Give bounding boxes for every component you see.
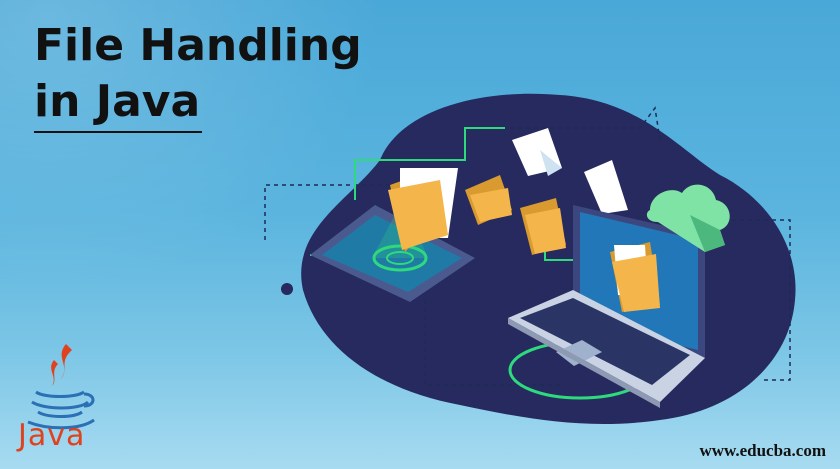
title-underline (34, 131, 202, 133)
folder-icon (465, 175, 512, 225)
title-line-2: in Java (34, 76, 201, 127)
cloud-icon (646, 184, 730, 252)
connector-dot (656, 150, 668, 162)
connector-lines (264, 106, 791, 386)
document-icon (584, 160, 628, 214)
folder-icon (520, 198, 566, 255)
java-steam-icon (51, 344, 72, 386)
folder-icon (610, 242, 660, 312)
document-icon (512, 128, 562, 176)
title-line-1: File Handling (34, 20, 362, 71)
folder-icon (388, 168, 458, 252)
connector-dot (281, 283, 293, 295)
java-logo-text: Java (18, 418, 86, 453)
java-cup-icon (27, 390, 95, 430)
page-title: File Handling in Java (34, 18, 362, 130)
site-url: www.educba.com (699, 441, 826, 460)
java-logo (27, 344, 95, 430)
